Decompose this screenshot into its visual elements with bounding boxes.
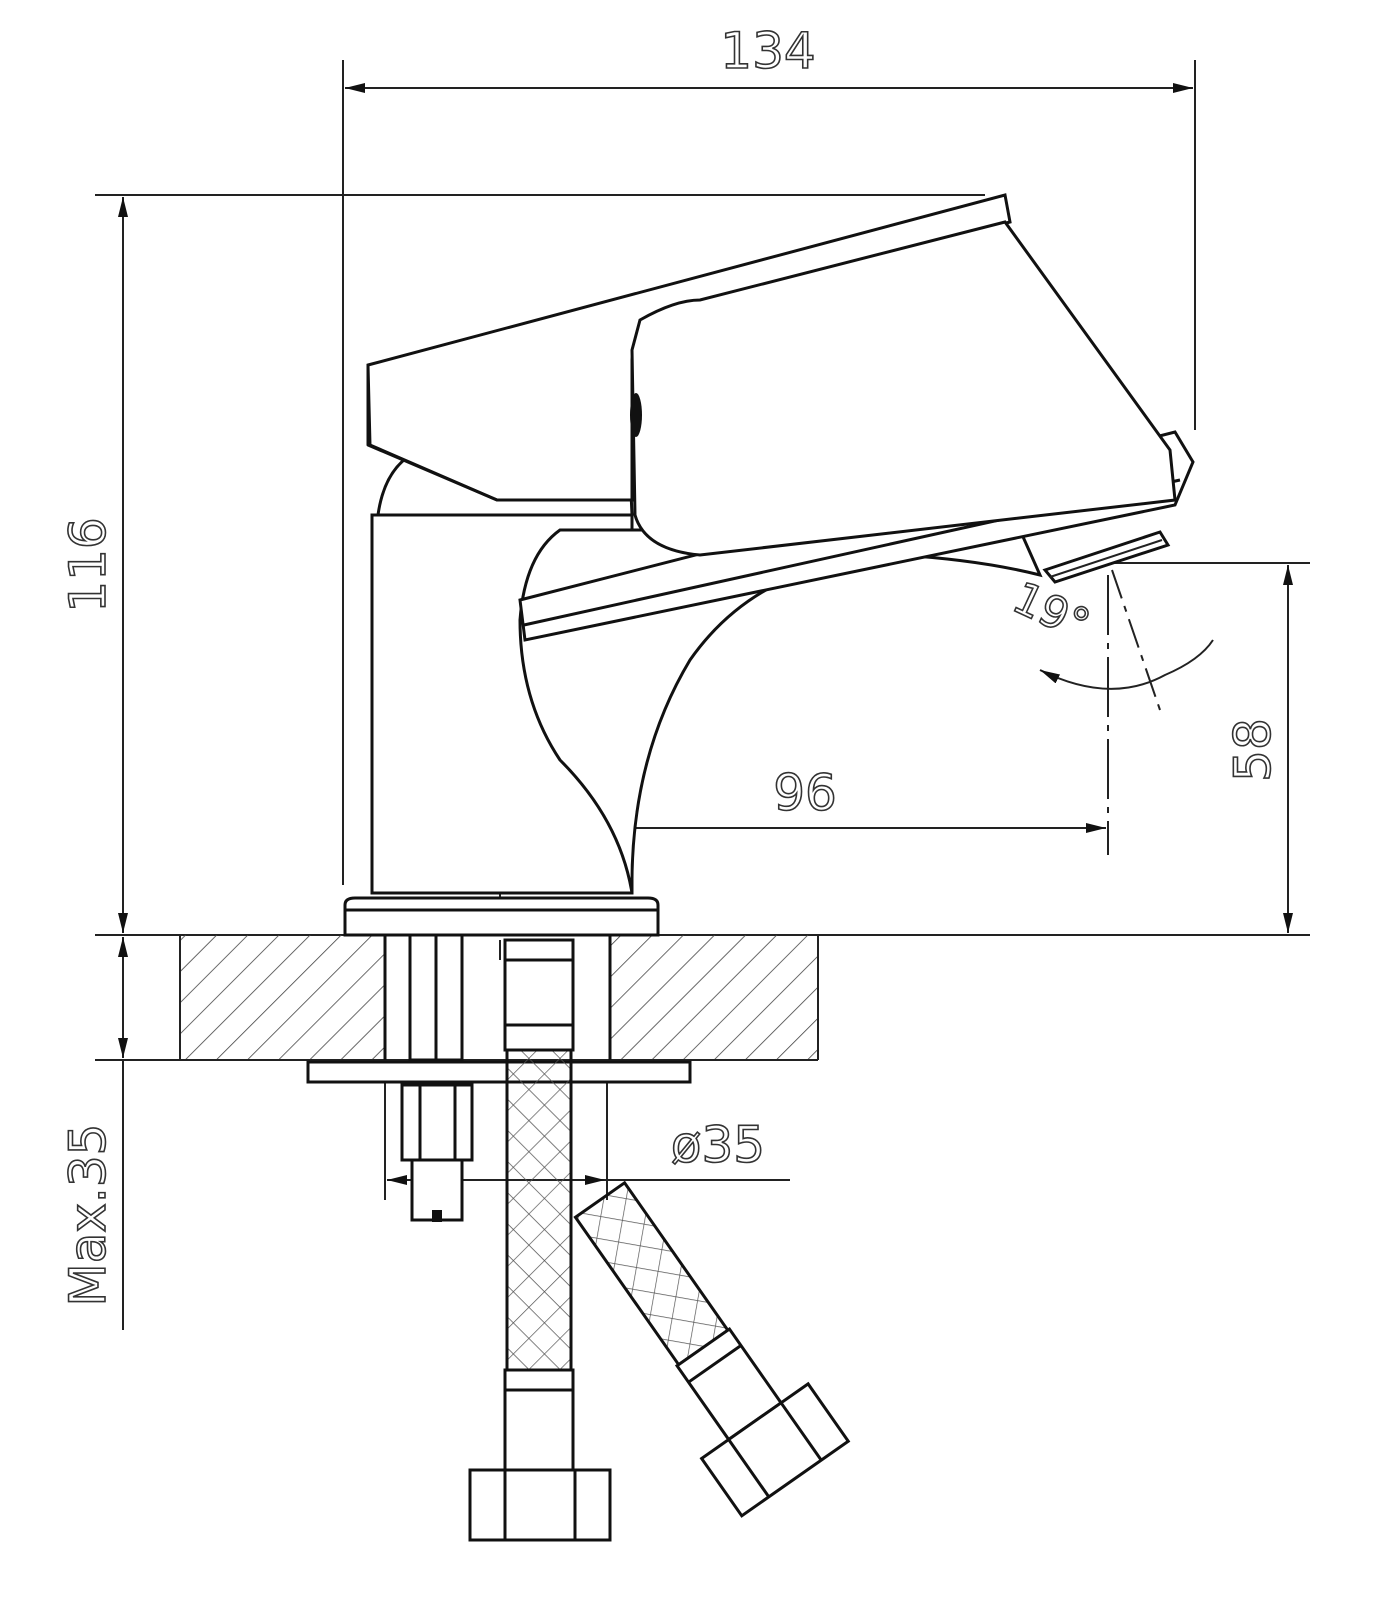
label-spray-angle: 19° (1005, 572, 1097, 651)
mounting-stud (400, 933, 474, 1222)
mounting-washer (306, 1060, 692, 1084)
supply-hose-straight (468, 938, 612, 1542)
faucet-body (343, 193, 1195, 937)
label-hole-diameter: ø35 (671, 1116, 765, 1174)
dimension-spray-angle: 19° (1004, 569, 1214, 711)
dimension-overall-width: 134 (342, 21, 1196, 885)
dimension-spout-height: 58 (1110, 562, 1310, 933)
dimension-hole-diameter: ø35 (384, 1080, 790, 1200)
label-spout-height: 58 (1224, 718, 1282, 782)
label-spout-reach: 96 (773, 764, 837, 822)
label-max-counter-thickness: Max.35 (59, 1124, 117, 1307)
supply-hose-angled (573, 1180, 851, 1518)
dimension-max-counter-thickness: Max.35 (58, 937, 128, 1330)
label-overall-width: 134 (720, 22, 815, 80)
label-overall-height: 116 (59, 517, 117, 612)
dimension-overall-height: 116 (58, 194, 985, 933)
